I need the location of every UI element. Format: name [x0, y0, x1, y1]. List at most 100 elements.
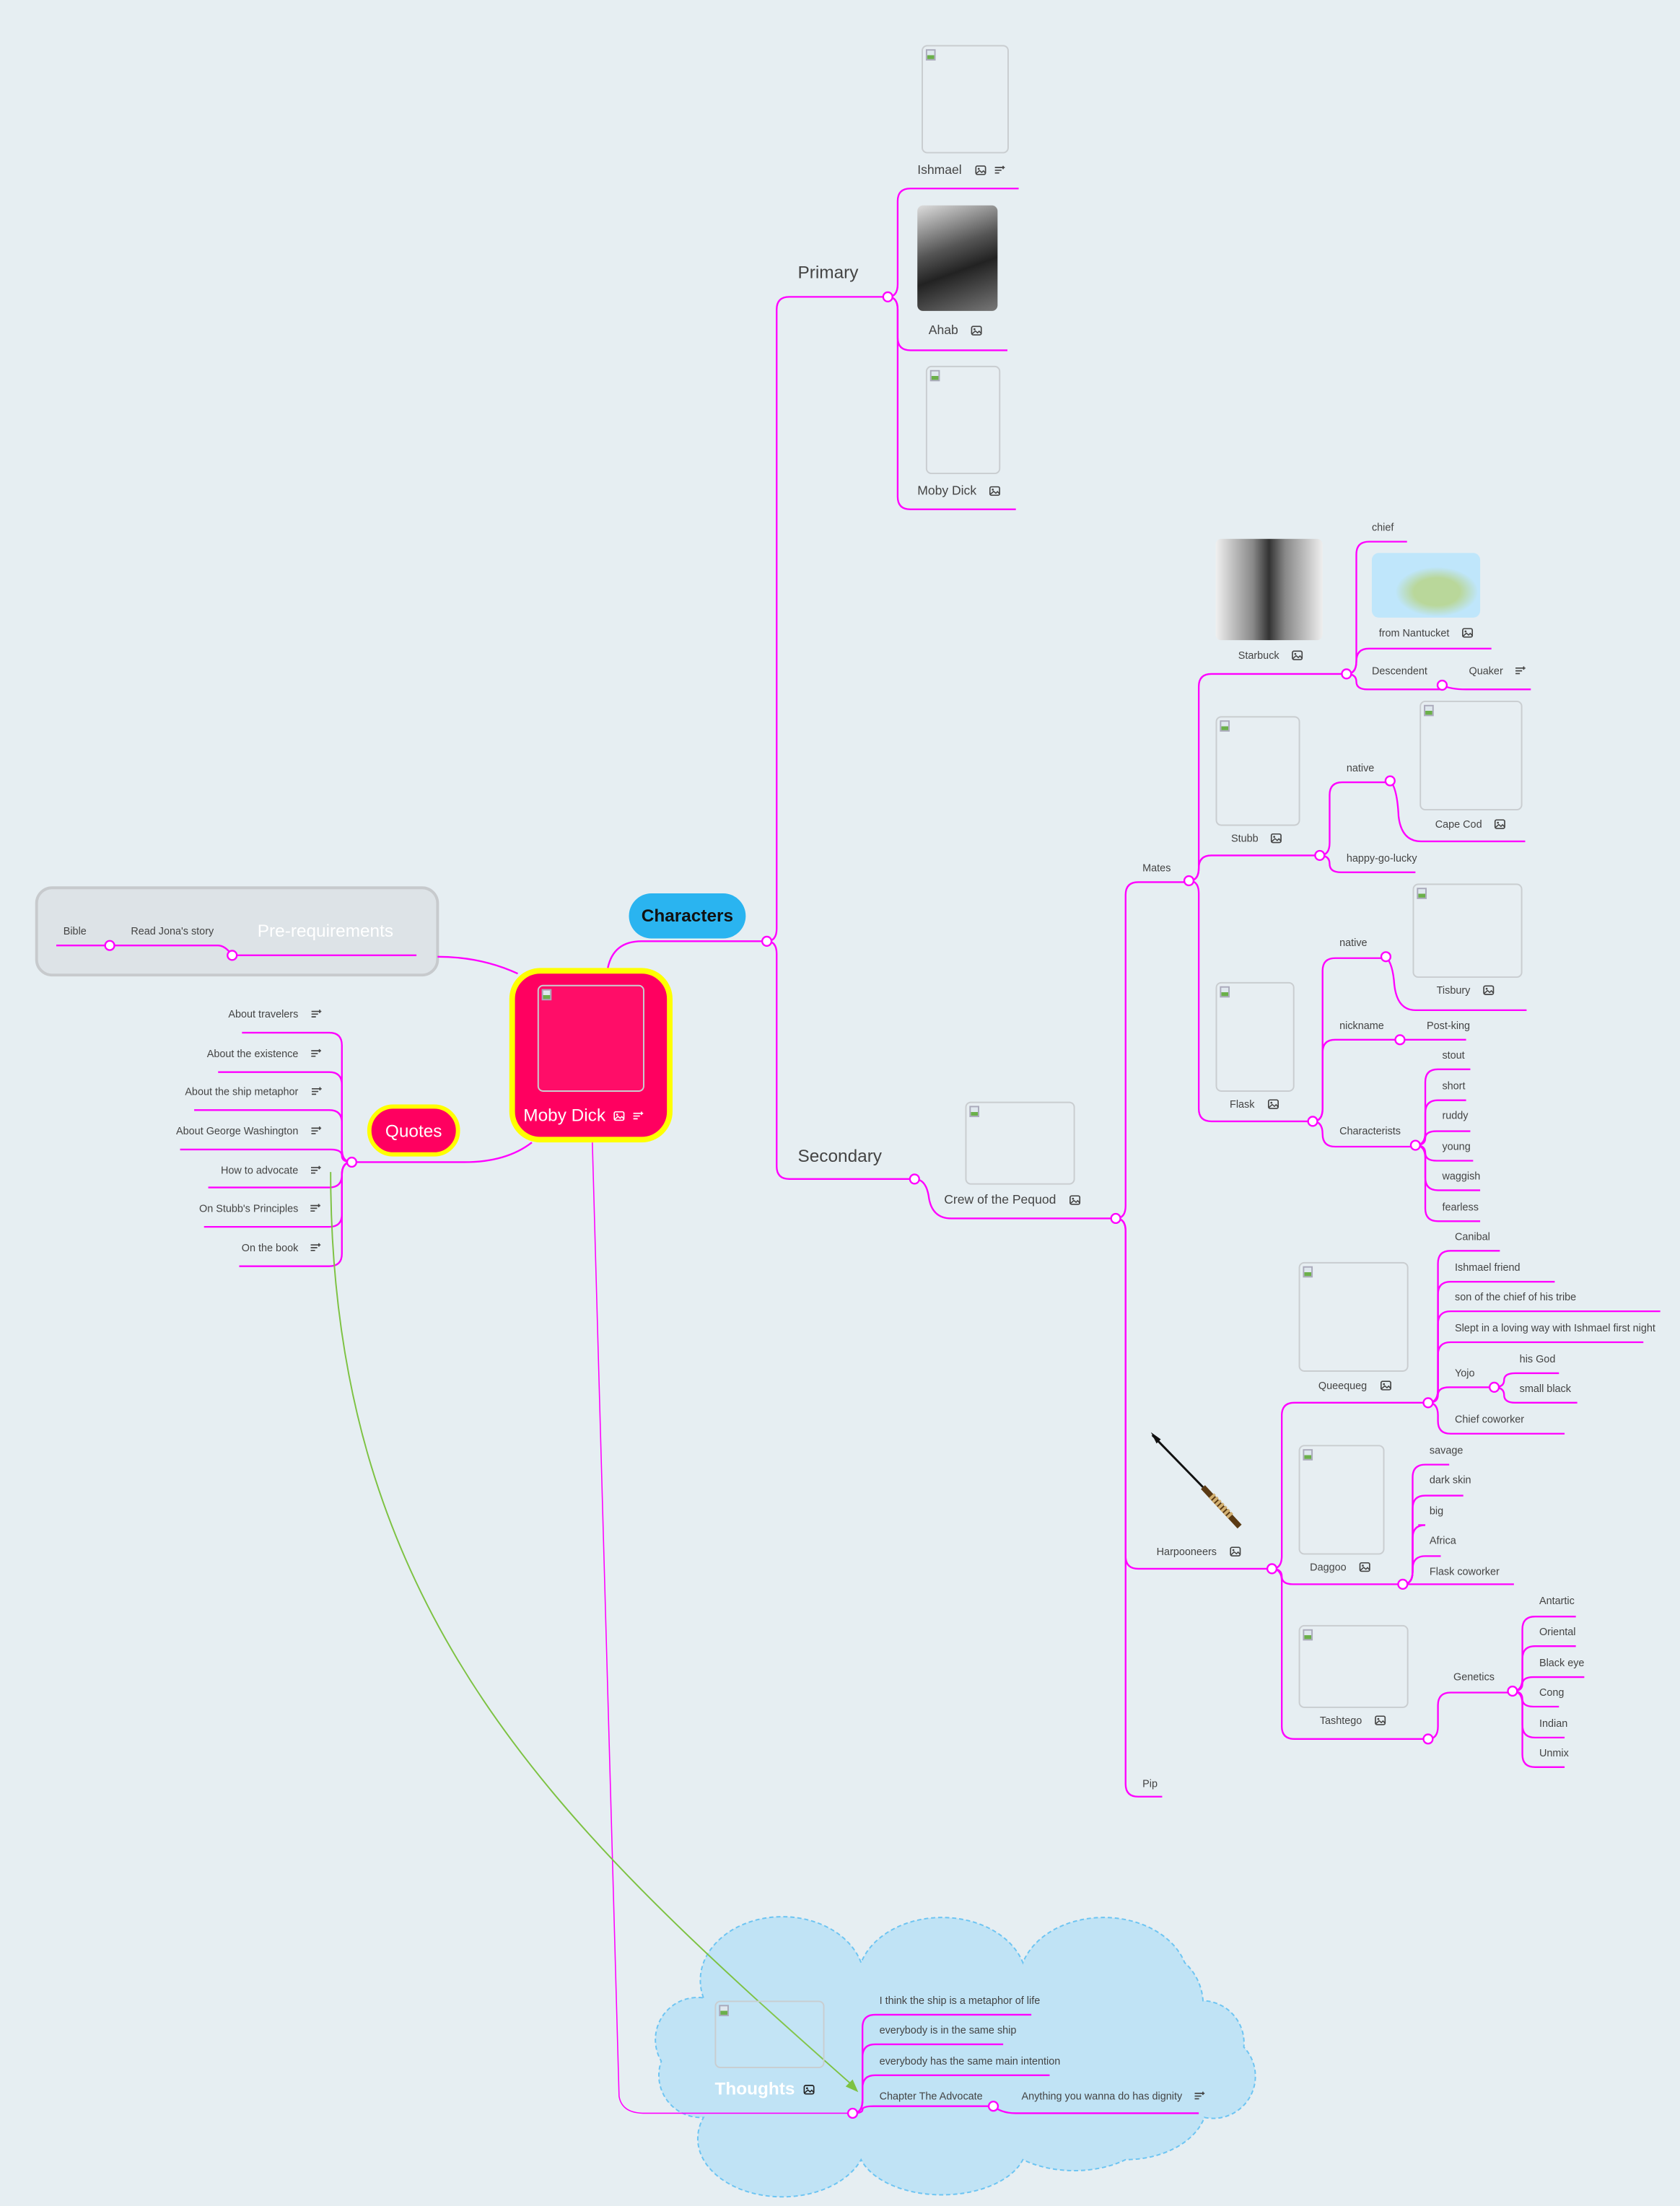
yojo-node[interactable]: Yojo	[1454, 1366, 1475, 1380]
note-icon[interactable]	[311, 1126, 323, 1137]
cape-cod-node[interactable]: Cape Cod	[1435, 818, 1506, 830]
collapse-handle[interactable]	[1266, 1563, 1278, 1575]
stubb-node[interactable]: Stubb	[1231, 833, 1282, 844]
trait-node[interactable]: young	[1442, 1139, 1471, 1153]
harpooneers-node[interactable]: Harpooneers	[1157, 1546, 1241, 1557]
image-icon[interactable]	[1483, 986, 1495, 996]
image-icon[interactable]	[1292, 651, 1303, 661]
note-icon[interactable]	[311, 1243, 323, 1253]
note-icon[interactable]	[634, 1111, 645, 1121]
collapse-handle[interactable]	[1397, 1578, 1409, 1590]
image-icon[interactable]	[1375, 1716, 1386, 1726]
collapse-handle[interactable]	[1183, 875, 1195, 887]
thought-item[interactable]: everybody has the same main intention	[879, 2054, 1061, 2067]
note-icon[interactable]	[311, 1204, 323, 1214]
collapse-handle[interactable]	[1307, 1116, 1318, 1127]
quote-item[interactable]: About the existence	[207, 1048, 323, 1059]
image-icon[interactable]	[989, 486, 1001, 496]
note-icon[interactable]	[311, 1049, 323, 1059]
trait-node[interactable]: ruddy	[1442, 1108, 1469, 1122]
central-topic[interactable]: Moby Dick	[509, 968, 673, 1143]
quote-item[interactable]: About the ship metaphor	[185, 1086, 323, 1097]
image-icon[interactable]	[1380, 1381, 1391, 1391]
image-icon[interactable]	[1230, 1547, 1241, 1557]
thought-item[interactable]: everybody is in the same ship	[879, 2023, 1017, 2036]
yojo-item[interactable]: his God	[1519, 1352, 1556, 1365]
image-icon[interactable]	[1271, 833, 1282, 844]
collapse-handle[interactable]	[1314, 849, 1326, 862]
quote-item[interactable]: On the book	[242, 1242, 323, 1253]
genetics-item[interactable]: Indian	[1539, 1717, 1568, 1730]
note-icon[interactable]	[311, 1087, 323, 1097]
happy-go-lucky-node[interactable]: happy-go-lucky	[1346, 852, 1417, 865]
trait-node[interactable]: stout	[1442, 1049, 1465, 1062]
queequeg-node[interactable]: Queequeg	[1318, 1380, 1391, 1391]
quote-item[interactable]: How to advocate	[221, 1165, 323, 1176]
tisbury-node[interactable]: Tisbury	[1437, 985, 1495, 996]
note-icon[interactable]	[311, 1165, 323, 1176]
genetics-item[interactable]: Cong	[1539, 1686, 1565, 1699]
thought-item[interactable]: Chapter The Advocate	[879, 2089, 983, 2103]
trait-node[interactable]: short	[1442, 1079, 1466, 1093]
primary-label[interactable]: Primary	[797, 263, 859, 283]
quotes-topic[interactable]: Quotes	[367, 1104, 460, 1157]
mates-label[interactable]: Mates	[1142, 861, 1171, 875]
note-icon[interactable]	[1515, 666, 1527, 676]
collapse-handle[interactable]	[1422, 1733, 1434, 1745]
collapse-handle[interactable]	[882, 291, 893, 302]
queequeg-item[interactable]: Ishmael friend	[1454, 1261, 1521, 1274]
characterists-node[interactable]: Characterists	[1339, 1124, 1401, 1137]
collapse-handle[interactable]	[1394, 1034, 1406, 1046]
collapse-handle[interactable]	[1409, 1139, 1422, 1151]
daggoo-node[interactable]: Daggoo	[1310, 1562, 1370, 1572]
ishmael-node[interactable]: Ishmael	[917, 163, 1005, 177]
prerequirements-label[interactable]: Pre-requirements	[257, 921, 394, 941]
prereq-item[interactable]: Read Jona's story	[131, 924, 214, 938]
starbuck-node[interactable]: Starbuck	[1238, 650, 1303, 661]
prereq-item[interactable]: Bible	[63, 924, 87, 938]
queequeg-item[interactable]: Canibal	[1454, 1230, 1490, 1243]
crew-node[interactable]: Crew of the Pequod	[944, 1193, 1080, 1207]
tashtego-node[interactable]: Tashtego	[1320, 1715, 1386, 1726]
descendent-node[interactable]: Descendent	[1371, 664, 1427, 678]
collapse-handle[interactable]	[1507, 1685, 1518, 1697]
queequeg-item[interactable]: son of the chief of his tribe	[1454, 1290, 1577, 1304]
daggoo-item[interactable]: Flask coworker	[1429, 1564, 1500, 1578]
collapse-handle[interactable]	[846, 2107, 859, 2119]
collapse-handle[interactable]	[1110, 1212, 1121, 1225]
advocate-node[interactable]: Anything you wanna do has dignity	[1021, 2091, 1206, 2101]
flask-native-node[interactable]: native	[1339, 936, 1368, 949]
genetics-item[interactable]: Unmix	[1539, 1746, 1569, 1759]
quote-item[interactable]: About George Washington	[176, 1126, 323, 1137]
yojo-item[interactable]: small black	[1519, 1382, 1571, 1395]
image-icon[interactable]	[1267, 1100, 1279, 1110]
image-icon[interactable]	[1462, 629, 1474, 639]
quote-item[interactable]: About travelers	[228, 1009, 323, 1020]
quote-item[interactable]: On Stubb's Principles	[199, 1203, 323, 1214]
ahab-node[interactable]: Ahab	[929, 323, 982, 337]
daggoo-item[interactable]: savage	[1429, 1443, 1464, 1457]
genetics-item[interactable]: Oriental	[1539, 1625, 1576, 1639]
image-icon[interactable]	[974, 165, 986, 175]
daggoo-item[interactable]: Africa	[1429, 1533, 1456, 1547]
nantucket-node[interactable]: from Nantucket	[1379, 627, 1474, 639]
image-icon[interactable]	[803, 2084, 815, 2094]
collapse-handle[interactable]	[909, 1173, 920, 1185]
collapse-handle[interactable]	[1341, 668, 1352, 680]
nickname-node[interactable]: nickname	[1339, 1019, 1384, 1032]
thoughts-node[interactable]: Thoughts	[714, 2080, 814, 2098]
characters-topic[interactable]: Characters	[629, 893, 746, 939]
note-icon[interactable]	[1195, 2091, 1207, 2101]
daggoo-item[interactable]: dark skin	[1429, 1473, 1471, 1487]
collapse-handle[interactable]	[761, 935, 773, 947]
image-icon[interactable]	[1495, 820, 1506, 830]
collapse-handle[interactable]	[1488, 1381, 1500, 1393]
collapse-handle[interactable]	[1436, 679, 1448, 691]
note-icon[interactable]	[311, 1010, 323, 1020]
quaker-node[interactable]: Quaker	[1469, 665, 1527, 676]
queequeg-item[interactable]: Chief coworker	[1454, 1413, 1525, 1426]
thought-item[interactable]: I think the ship is a metaphor of life	[879, 1994, 1041, 2007]
queequeg-item[interactable]: Slept in a loving way with Ishmael first…	[1454, 1321, 1655, 1334]
post-king-node[interactable]: Post-king	[1426, 1019, 1471, 1032]
